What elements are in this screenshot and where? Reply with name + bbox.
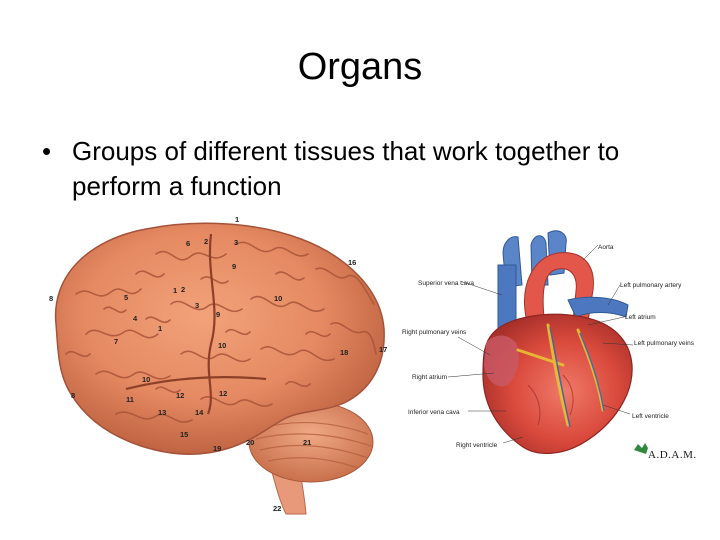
brain-number: 2 — [181, 285, 185, 294]
brain-number: 15 — [180, 430, 188, 439]
label-aorta: Aorta — [598, 244, 614, 251]
heart-illustration: Aorta Superior vena cava Left pulmonary … — [402, 230, 697, 461]
brain-number: 12 — [176, 391, 184, 400]
brain-number: 12 — [219, 389, 227, 398]
brain-number: 9 — [216, 310, 220, 319]
brain-number: 9 — [232, 262, 236, 271]
brain-number: 1 — [235, 215, 239, 224]
brain-number: 1 — [158, 324, 162, 333]
brain-number-labels: 1 2 3 6 9 16 1 2 5 3 10 8 4 9 1 7 10 18 … — [49, 215, 387, 513]
brain-number: 4 — [133, 314, 138, 323]
brain-number: 14 — [195, 408, 204, 417]
label-left-atrium: Left atrium — [625, 314, 656, 321]
label-left-ventricle: Left ventricle — [632, 413, 669, 420]
adam-logo-text: A.D.A.M. — [648, 449, 697, 461]
label-right-ventricle: Right ventricle — [456, 442, 498, 449]
brain-number: 2 — [204, 237, 208, 246]
brain-number: 19 — [213, 444, 221, 453]
label-left-pulmonary-artery: Left pulmonary artery — [620, 282, 682, 289]
brain-number: 17 — [379, 345, 387, 354]
label-superior-vena-cava: Superior vena cava — [418, 280, 474, 287]
slide-title: Organs — [297, 46, 423, 88]
brain-number: 10 — [218, 341, 226, 350]
brain-illustration: 1 2 3 6 9 16 1 2 5 3 10 8 4 9 1 7 10 18 … — [49, 215, 387, 515]
brain-number: 21 — [303, 438, 311, 447]
brain-number: 7 — [114, 337, 118, 346]
adam-logo-icon — [634, 443, 648, 454]
brain-number: 11 — [126, 395, 134, 404]
bullet-text: Groups of different tissues that work to… — [72, 136, 620, 201]
brain-number: 16 — [348, 258, 356, 267]
brain-number: 5 — [124, 293, 128, 302]
label-right-pulmonary-veins: Right pulmonary veins — [402, 329, 467, 336]
brain-number: 13 — [158, 408, 166, 417]
brain-number: 20 — [246, 438, 254, 447]
brain-number: 8 — [49, 294, 53, 303]
brain-number: 6 — [186, 239, 190, 248]
brain-number: 8 — [71, 391, 75, 400]
brain-number: 10 — [142, 375, 150, 384]
label-inferior-vena-cava: Inferior vena cava — [408, 409, 460, 416]
brain-number: 1 — [173, 286, 177, 295]
brain-number: 22 — [273, 504, 281, 513]
bullet-marker: • — [42, 136, 52, 166]
adam-logo: A.D.A.M. — [634, 443, 697, 461]
label-left-pulmonary-veins: Left pulmonary veins — [634, 340, 695, 347]
brain-number: 3 — [195, 301, 199, 310]
brain-number: 3 — [234, 238, 238, 247]
label-right-atrium: Right atrium — [412, 374, 447, 381]
brain-number: 18 — [340, 348, 348, 357]
brain-number: 10 — [274, 294, 282, 303]
